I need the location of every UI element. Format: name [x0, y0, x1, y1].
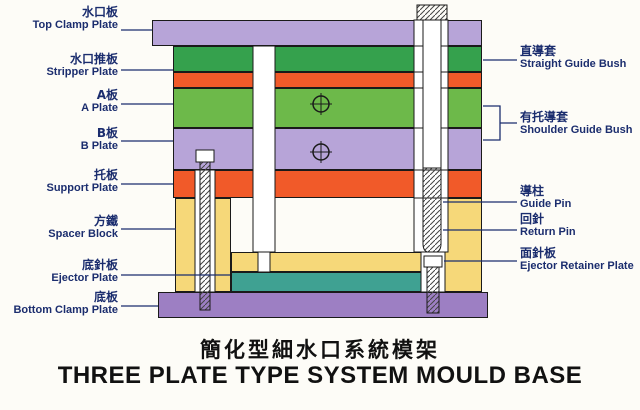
label-zh: 回針 [520, 212, 545, 226]
label-zh: 水口推板 [69, 52, 118, 66]
label-zh: B板 [96, 126, 118, 140]
label-en: Ejector Plate [51, 272, 118, 285]
label-a-plate: A板 A Plate [6, 88, 118, 115]
spacer-block-right [425, 198, 482, 292]
b-plate [173, 128, 482, 170]
label-b-plate: B板 B Plate [6, 126, 118, 153]
label-stripper-plate: 水口推板 Stripper Plate [6, 52, 118, 79]
label-straight-guide-bush: 直導套 Straight Guide Bush [520, 44, 640, 71]
label-en: Top Clamp Plate [32, 19, 118, 32]
label-shoulder-guide-bush: 有托導套 Shoulder Guide Bush [520, 110, 640, 137]
label-zh: 托板 [93, 168, 118, 182]
label-en: Spacer Block [48, 228, 118, 241]
top-clamp-plate [152, 20, 482, 46]
label-ejector-retainer-plate: 面針板 Ejector Retainer Plate [520, 246, 640, 273]
ejector-retainer-plate [231, 252, 425, 272]
label-en: Bottom Clamp Plate [13, 304, 118, 317]
a-plate-upper-section [173, 72, 482, 88]
label-bottom-clamp-plate: 底板 Bottom Clamp Plate [6, 290, 118, 317]
label-zh: 底板 [93, 290, 118, 304]
guide-pin-head [416, 4, 448, 21]
bottom-clamp-plate [158, 292, 488, 318]
label-return-pin: 回針 Return Pin [520, 212, 640, 239]
label-zh: 面針板 [520, 246, 557, 260]
label-en: Ejector Retainer Plate [520, 260, 634, 273]
shoulder-bush-bracket [483, 105, 517, 141]
label-en: Guide Pin [520, 198, 572, 211]
label-en: Straight Guide Bush [520, 58, 627, 71]
title-english: THREE PLATE TYPE SYSTEM MOULD BASE [57, 362, 583, 389]
label-en: Support Plate [46, 182, 118, 195]
label-zh: 導柱 [520, 184, 545, 198]
label-en: B Plate [80, 140, 118, 153]
label-support-plate: 托板 Support Plate [6, 168, 118, 195]
title-chinese: 簡化型細水口系統模架 [200, 338, 440, 362]
label-zh: 直導套 [520, 44, 557, 58]
label-zh: 方鐵 [93, 214, 118, 228]
spacer-block-left [175, 198, 231, 292]
label-top-clamp-plate: 水口板 Top Clamp Plate [6, 5, 118, 32]
a-plate [173, 88, 482, 128]
ejector-plate [231, 272, 425, 292]
label-en: Shoulder Guide Bush [520, 124, 633, 137]
label-spacer-block: 方鐵 Spacer Block [6, 214, 118, 241]
label-zh: 水口板 [81, 5, 118, 19]
label-zh: 有托導套 [520, 110, 569, 124]
label-zh: A板 [96, 88, 118, 102]
label-en: A Plate [81, 102, 118, 115]
support-plate [173, 170, 482, 198]
label-en: Return Pin [520, 226, 576, 239]
label-guide-pin: 導柱 Guide Pin [520, 184, 640, 211]
stripper-plate [173, 46, 482, 72]
label-zh: 底針板 [81, 258, 118, 272]
label-ejector-plate: 底針板 Ejector Plate [6, 258, 118, 285]
label-en: Stripper Plate [46, 66, 118, 79]
